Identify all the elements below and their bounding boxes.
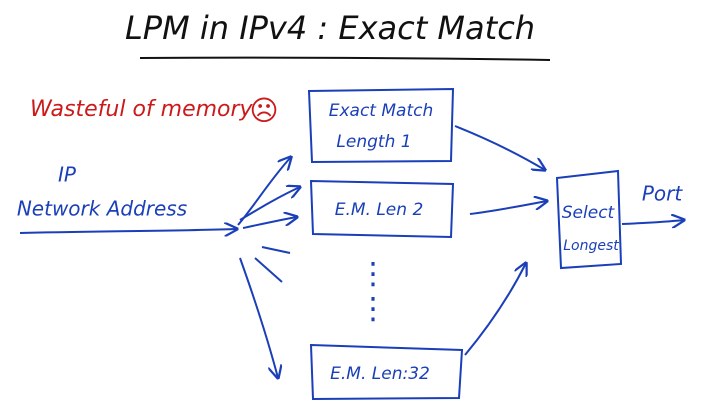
table-length-1-line1: Exact Match [329, 101, 434, 121]
fanout-arrow-last [239, 257, 278, 378]
select-longest-box [555, 169, 623, 270]
diagram-title: LPM in IPv4 : Exact Match [125, 9, 535, 47]
fanout-arrow-1 [237, 157, 291, 226]
more-tables-ellipsis-2: ⋮ [358, 292, 388, 327]
table2-to-selector-arrow [469, 201, 547, 215]
input-label-ip: IP [58, 163, 77, 187]
title-underline [139, 56, 551, 61]
table-length-2-box [309, 179, 455, 239]
output-port-label: Port [642, 182, 684, 206]
table-length-32-label: E.M. Len:32 [330, 364, 430, 384]
fanout-stroke-a [261, 246, 291, 254]
table-length-1-line2: Length 1 [336, 132, 411, 152]
fanout-arrow-3 [242, 217, 297, 229]
output-arrow [621, 220, 684, 224]
sad-face-icon: ☹ [249, 94, 278, 127]
more-tables-ellipsis: ⋮ [358, 257, 388, 292]
fanout-arrow-2 [239, 187, 300, 221]
table-length-2-label: E.M. Len 2 [335, 200, 424, 220]
table1-to-selector-arrow [454, 125, 545, 170]
memory-note: Wasteful of memory [30, 97, 254, 122]
table-length-1-box [307, 87, 455, 164]
select-longest-line1: Select [562, 203, 616, 223]
table-length-32-box [309, 343, 464, 401]
input-arrow [19, 229, 237, 233]
table32-to-selector-arrow [464, 263, 526, 356]
select-longest-line2: Longest [563, 238, 619, 254]
fanout-stroke-b [254, 257, 283, 283]
input-label-network-address: Network Address [17, 197, 187, 221]
